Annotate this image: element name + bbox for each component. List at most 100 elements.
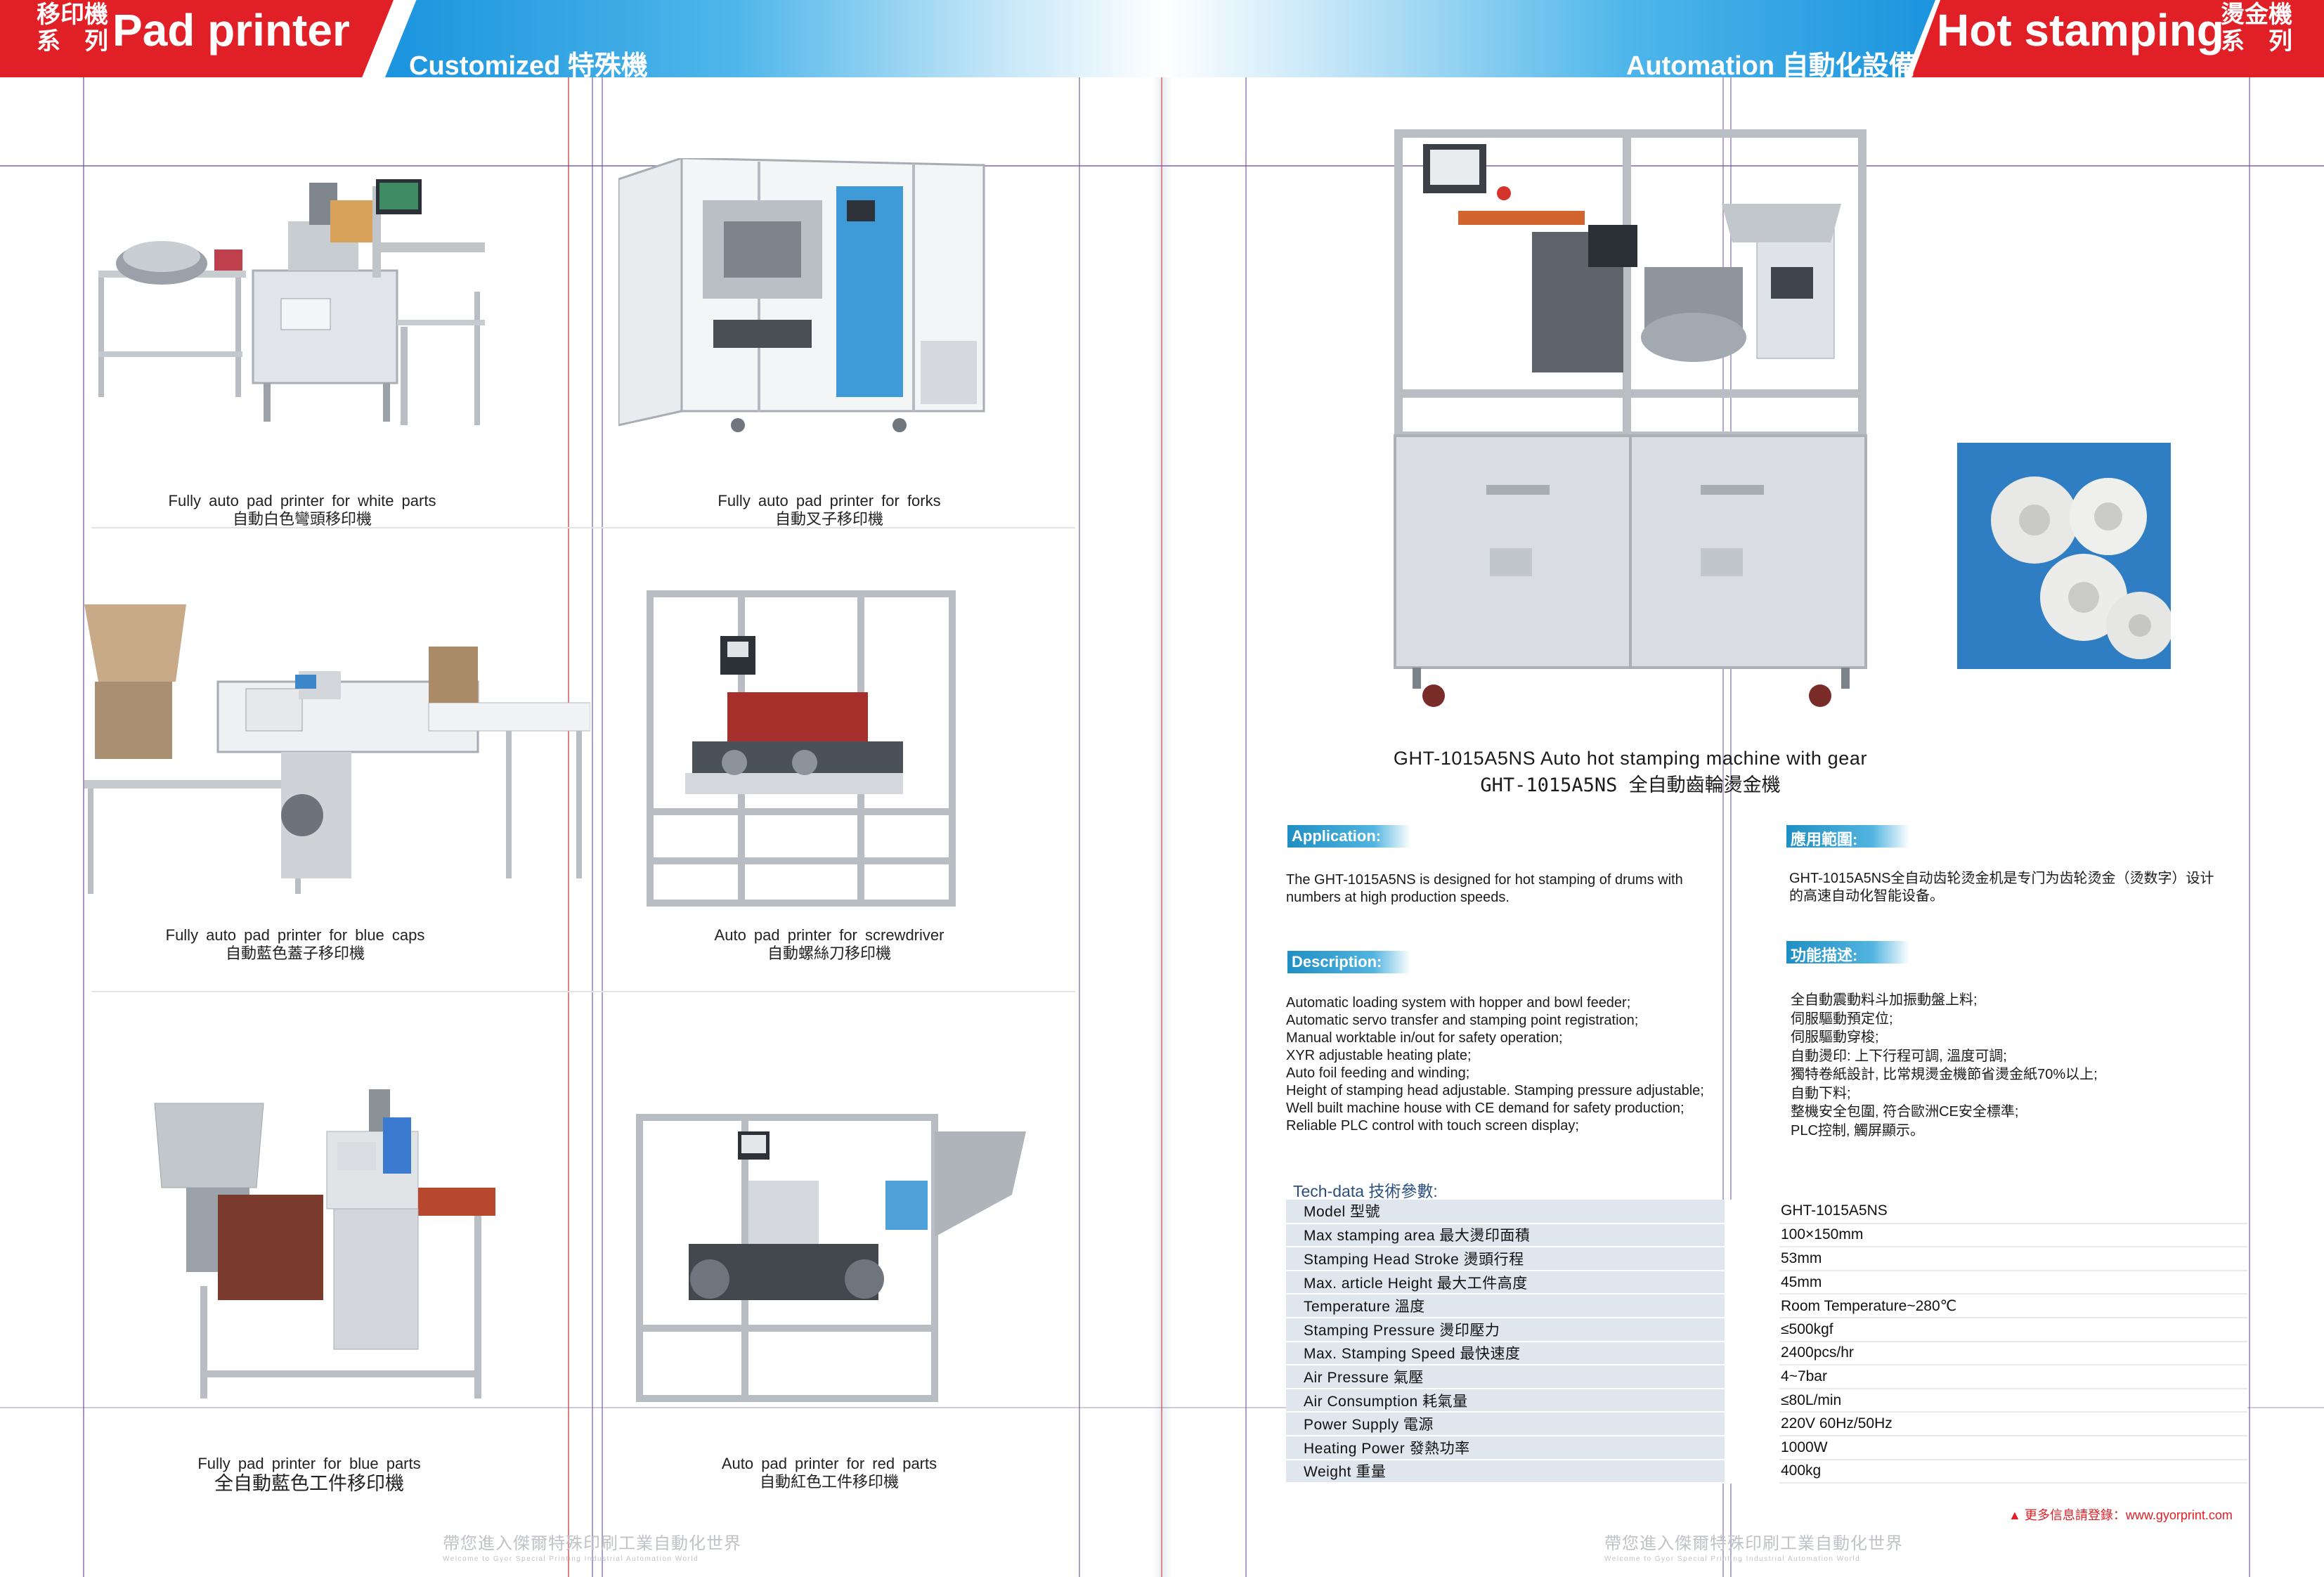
caption-en: Fully auto pad printer for forks — [718, 492, 941, 510]
tech-gap — [1725, 1247, 1779, 1271]
caption-zh: 自動紅色工件移印機 — [759, 1473, 899, 1491]
tech-gap — [1725, 1388, 1779, 1413]
tech-value: 1000W — [1779, 1435, 2247, 1460]
description-item: Auto foil feeding and winding; — [1286, 1065, 1470, 1081]
tech-label: Temperature 溫度 — [1286, 1294, 1725, 1318]
guide-line — [0, 165, 2324, 167]
description-heading-zh: 功能描述: — [1786, 941, 1909, 964]
guide-line — [1730, 0, 1732, 1577]
tech-label: Max stamping area 最大燙印面積 — [1286, 1223, 1725, 1248]
tech-value: 400kg — [1779, 1459, 2247, 1484]
caption-zh: 自動白色彎頭移印機 — [232, 510, 372, 528]
guide-line — [602, 0, 603, 1577]
application-heading-en: Application: — [1287, 825, 1410, 848]
application-line: The GHT-1015A5NS is designed for hot sta… — [1286, 872, 1683, 888]
white-parts-machine-photo — [98, 179, 485, 425]
tech-value: GHT-1015A5NS — [1779, 1200, 2247, 1224]
caption-en: Auto pad printer for red parts — [721, 1455, 937, 1472]
tech-label: Weight 重量 — [1286, 1459, 1725, 1484]
guide-line — [592, 0, 593, 1577]
page-title-right: Hot stamping — [1937, 5, 2224, 56]
tech-label: Power Supply 電源 — [1286, 1412, 1725, 1436]
description-heading-en: Description: — [1287, 951, 1410, 973]
page-subtitle-right: Automation 自動化設備 — [1626, 51, 1916, 81]
caption-forks: Fully auto pad printer for forks 自動叉子移印機 — [618, 492, 1040, 528]
application-line: GHT-1015A5NS全自动齿轮烫金机是专门为齿轮烫金（烫数字）设计 — [1789, 871, 2214, 886]
tech-gap — [1725, 1435, 1779, 1460]
caption-zh: 全自動藍色工件移印機 — [214, 1473, 404, 1494]
series-label-bottom: 系 列 — [37, 28, 108, 55]
tech-row: Max. Stamping Speed 最快速度 2400pcs/hr — [1286, 1341, 2247, 1366]
footer-left: 帶您進入傑爾特殊印刷工業自動化世界 Welcome to Gyor Specia… — [443, 1529, 741, 1563]
tech-value: 2400pcs/hr — [1779, 1341, 2247, 1366]
tech-value: ≤500kgf — [1779, 1317, 2247, 1342]
tech-gap — [1725, 1317, 1779, 1342]
caption-zh: 自動叉子移印機 — [774, 510, 883, 528]
tech-row: Stamping Head Stroke 燙頭行程 53mm — [1286, 1247, 2247, 1271]
tech-label: Max. Stamping Speed 最快速度 — [1286, 1341, 1725, 1366]
caption-en: Fully auto pad printer for blue caps — [165, 926, 425, 944]
application-line: numbers at high production speeds. — [1286, 890, 1510, 905]
application-text-zh: GHT-1015A5NS全自动齿轮烫金机是专门为齿轮烫金（烫数字）设计 的高速自… — [1789, 870, 2214, 905]
more-info-link[interactable]: ▲ 更多信息請登錄：www.gyorprint.com — [2008, 1508, 2233, 1522]
tech-label: Air Consumption 耗氣量 — [1286, 1388, 1725, 1413]
caption-red-parts: Auto pad printer for red parts 自動紅色工件移印機 — [618, 1455, 1040, 1491]
tech-value: 4~7bar — [1779, 1365, 2247, 1389]
tech-label: Stamping Head Stroke 燙頭行程 — [1286, 1247, 1725, 1271]
tech-row: Stamping Pressure 燙印壓力 ≤500kgf — [1286, 1317, 2247, 1342]
footer-slogan-en: Welcome to Gyor Special Printing Industr… — [1604, 1555, 1861, 1563]
tech-row: Model 型號 GHT-1015A5NS — [1286, 1200, 2247, 1224]
footer-right: 帶您進入傑爾特殊印刷工業自動化世界 Welcome to Gyor Specia… — [1604, 1529, 1903, 1563]
blue-caps-machine-photo — [84, 604, 590, 894]
screwdriver-machine-photo — [647, 590, 956, 907]
tech-value: 100×150mm — [1779, 1223, 2247, 1248]
series-label-top: 移印機 — [37, 1, 108, 28]
description-item: Automatic loading system with hopper and… — [1286, 995, 1631, 1011]
series-label-bottom-right: 系 列 — [2221, 28, 2292, 55]
tech-gap — [1725, 1412, 1779, 1436]
tech-gap — [1725, 1200, 1779, 1224]
description-item: XYR adjustable heating plate; — [1286, 1048, 1472, 1063]
header-red-band-right — [1911, 0, 2324, 77]
guide-line — [2249, 0, 2250, 1577]
tech-row: Weight 重量 400kg — [1286, 1459, 2247, 1484]
description-item: 伺服驅動穿梭; — [1791, 1030, 1879, 1045]
caption-blue-caps: Fully auto pad printer for blue caps 自動藍… — [91, 926, 499, 963]
tech-label: Stamping Pressure 燙印壓力 — [1286, 1317, 1725, 1342]
tech-value: 220V 60Hz/50Hz — [1779, 1412, 2247, 1436]
tech-gap — [1725, 1223, 1779, 1248]
description-item: Manual worktable in/out for safety opera… — [1286, 1030, 1563, 1046]
series-label-top-right: 燙金機 — [2221, 1, 2292, 28]
description-list-zh: 全自動震動料斗加振動盤上料; 伺服驅動預定位; 伺服驅動穿梭; 自動燙印: 上下… — [1791, 991, 2098, 1140]
caption-en: Fully pad printer for blue parts — [197, 1455, 421, 1472]
tech-value: 53mm — [1779, 1247, 2247, 1271]
tech-label: Air Pressure 氣壓 — [1286, 1365, 1725, 1389]
caption-en: Auto pad printer for screwdriver — [714, 926, 944, 944]
caption-screwdriver: Auto pad printer for screwdriver 自動螺絲刀移印… — [618, 926, 1040, 963]
header-red-band-left — [0, 0, 394, 77]
footer-slogan-en: Welcome to Gyor Special Printing Industr… — [443, 1555, 699, 1563]
main-caption-en: GHT-1015A5NS Auto hot stamping machine w… — [1393, 748, 1868, 769]
main-product-caption: GHT-1015A5NS Auto hot stamping machine w… — [1251, 748, 2010, 797]
tech-value: 45mm — [1779, 1270, 2247, 1295]
caption-white-parts: Fully auto pad printer for white parts 自… — [98, 492, 506, 528]
row-divider — [91, 527, 1075, 528]
description-item: Height of stamping head adjustable. Stam… — [1286, 1083, 1704, 1098]
tech-label: Max. article Height 最大工件高度 — [1286, 1270, 1725, 1295]
application-text-en: The GHT-1015A5NS is designed for hot sta… — [1286, 871, 1683, 907]
description-item: Automatic servo transfer and stamping po… — [1286, 1013, 1639, 1028]
tech-gap — [1725, 1270, 1779, 1295]
tech-gap — [1725, 1459, 1779, 1484]
description-item: Well built machine house with CE demand … — [1286, 1101, 1684, 1116]
tech-label: Model 型號 — [1286, 1200, 1725, 1224]
tech-row: Max stamping area 最大燙印面積 100×150mm — [1286, 1223, 2247, 1248]
caption-blue-parts: Fully pad printer for blue parts 全自動藍色工件… — [91, 1455, 527, 1494]
description-item: 自動下料; — [1791, 1085, 1851, 1101]
caption-en: Fully auto pad printer for white parts — [168, 492, 436, 510]
description-item: Reliable PLC control with touch screen d… — [1286, 1118, 1579, 1134]
page-spine — [1153, 0, 1172, 1577]
guide-line — [1722, 0, 1724, 1577]
guide-line — [83, 0, 84, 1577]
